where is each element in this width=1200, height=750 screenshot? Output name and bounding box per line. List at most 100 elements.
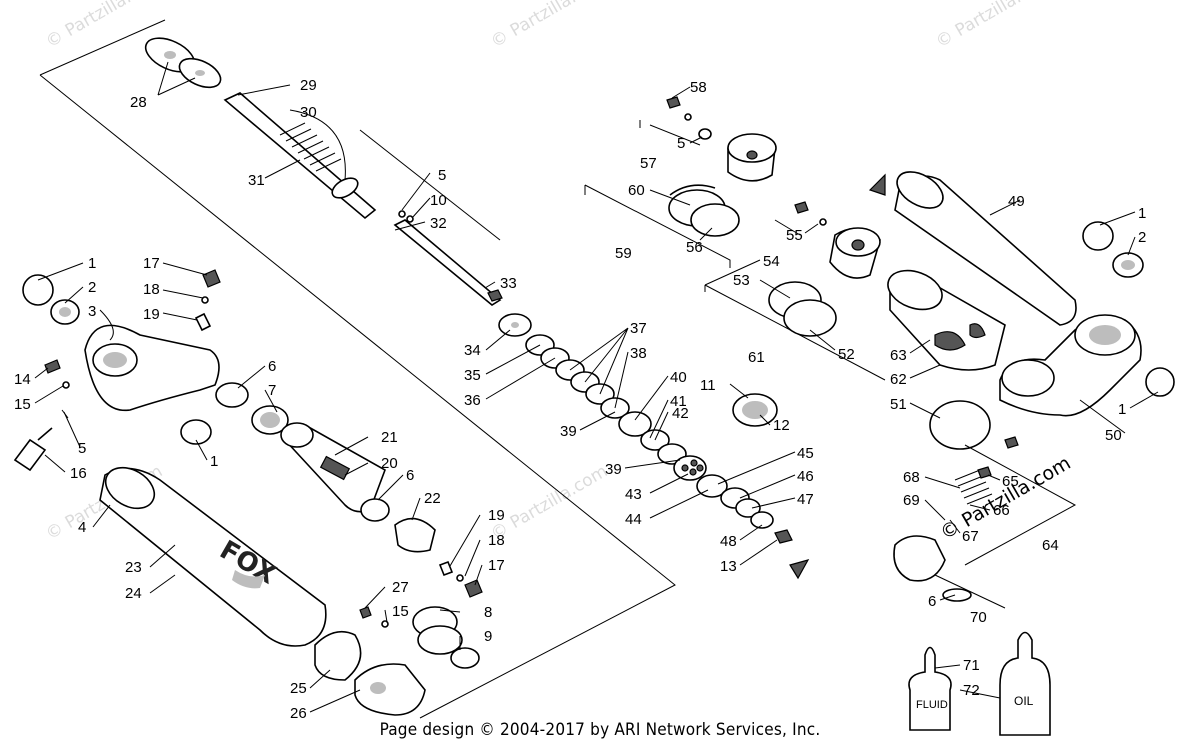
oil-bottle-label: OIL <box>1014 694 1034 708</box>
leader-lines <box>34 61 1159 713</box>
callout-7: 7 <box>268 382 276 399</box>
callout-1-right: 1 <box>1138 205 1146 222</box>
spring-coils <box>279 122 342 172</box>
valve-stack <box>498 313 810 580</box>
callout-53: 53 <box>733 272 750 289</box>
page-footer-copyright: Page design © 2004-2017 by ARI Network S… <box>379 720 821 740</box>
callout-47: 47 <box>797 491 814 508</box>
callout-19: 19 <box>143 306 160 323</box>
callout-5-cap: 5 <box>677 135 685 152</box>
callout-31: 31 <box>248 172 265 189</box>
callout-56: 56 <box>686 239 703 256</box>
callout-15: 15 <box>14 396 31 413</box>
callout-48: 48 <box>720 533 737 550</box>
callout-59: 59 <box>615 245 632 262</box>
callout-28: 28 <box>130 94 147 111</box>
callout-34: 34 <box>464 342 481 359</box>
callout-24: 24 <box>125 585 142 602</box>
callout-10: 10 <box>430 192 447 209</box>
callout-68: 68 <box>903 469 920 486</box>
bumper-and-eyelet <box>314 606 480 716</box>
reservoir-cap-assembly <box>584 96 886 381</box>
callout-27: 27 <box>392 579 409 596</box>
reservoir-cylinder <box>868 171 1077 371</box>
adjuster-assembly <box>893 444 1077 609</box>
callout-9: 9 <box>484 628 492 645</box>
piston-balls <box>681 459 704 476</box>
callout-41: 41 <box>670 393 687 410</box>
callout-21: 21 <box>381 429 398 446</box>
callout-44: 44 <box>625 511 642 528</box>
body-cap-right <box>929 221 1175 450</box>
adjuster-spring <box>954 469 993 505</box>
callout-17: 17 <box>143 255 160 272</box>
callout-2-right: 2 <box>1138 229 1146 246</box>
callout-37: 37 <box>630 320 647 337</box>
callout-32: 32 <box>430 215 447 232</box>
callout-66: 66 <box>993 502 1010 519</box>
callout-58: 58 <box>690 79 707 96</box>
callout-72: 72 <box>963 682 980 699</box>
watermark-text: © Partzilla.com <box>488 461 612 544</box>
callout-52: 52 <box>838 346 855 363</box>
callout-11: 11 <box>700 377 716 394</box>
body-cap-left <box>13 274 220 472</box>
shaft-assembly <box>144 37 503 306</box>
watermark-text: © Partzilla.com <box>937 452 1075 544</box>
callout-19-mid: 19 <box>488 507 505 524</box>
callout-62: 62 <box>890 371 907 388</box>
callout-2: 2 <box>88 279 96 296</box>
callout-70: 70 <box>970 609 987 626</box>
callout-5-left: 5 <box>78 440 86 457</box>
callout-1: 1 <box>88 255 96 272</box>
callout-42: 42 <box>672 405 689 422</box>
callout-38: 38 <box>630 345 647 362</box>
fluid-bottles: FLUID OIL <box>908 631 1051 736</box>
callout-13: 13 <box>720 558 737 575</box>
callout-4: 4 <box>78 519 86 536</box>
callout-3: 3 <box>88 303 96 320</box>
callout-65: 65 <box>1002 473 1019 490</box>
callout-39-lower: 39 <box>605 461 622 478</box>
callout-64: 64 <box>1042 537 1059 554</box>
callout-63: 63 <box>890 347 907 364</box>
callout-29: 29 <box>300 77 317 94</box>
callout-40: 40 <box>670 369 687 386</box>
callout-6-mid: 6 <box>406 467 414 484</box>
callout-35: 35 <box>464 367 481 384</box>
callout-67: 67 <box>962 528 979 545</box>
group-outline-shaft <box>39 19 676 719</box>
callout-20: 20 <box>381 455 398 472</box>
callout-69: 69 <box>903 492 920 509</box>
reservoir-cap-top <box>194 269 221 332</box>
callout-17-mid: 17 <box>488 557 505 574</box>
callout-6: 6 <box>268 358 276 375</box>
callout-25: 25 <box>290 680 307 697</box>
callout-14: 14 <box>14 371 31 388</box>
callout-33: 33 <box>500 275 517 292</box>
callout-18: 18 <box>143 281 160 298</box>
callout-55: 55 <box>786 227 803 244</box>
callout-51: 51 <box>890 396 907 413</box>
watermark-text: © Partzilla.com <box>933 0 1057 52</box>
callout-39: 39 <box>560 423 577 440</box>
callout-71: 71 <box>963 657 980 674</box>
callout-12: 12 <box>773 417 790 434</box>
callout-15-mid: 15 <box>392 603 409 620</box>
callout-50: 50 <box>1105 427 1122 444</box>
callout-6-right: 6 <box>928 593 936 610</box>
reservoir-body <box>180 382 483 598</box>
callout-45: 45 <box>797 445 814 462</box>
watermark-text: © Partzilla.com <box>488 0 612 52</box>
fluid-bottle-label: FLUID <box>916 699 948 711</box>
callout-23: 23 <box>125 559 142 576</box>
callout-1-lower-right: 1 <box>1118 401 1126 418</box>
callout-30: 30 <box>300 104 317 121</box>
callout-1-seal: 1 <box>210 453 218 470</box>
callout-26: 26 <box>290 705 307 722</box>
callout-43: 43 <box>625 486 642 503</box>
callout-5: 5 <box>438 167 446 184</box>
callout-16: 16 <box>70 465 87 482</box>
callout-36: 36 <box>464 392 481 409</box>
